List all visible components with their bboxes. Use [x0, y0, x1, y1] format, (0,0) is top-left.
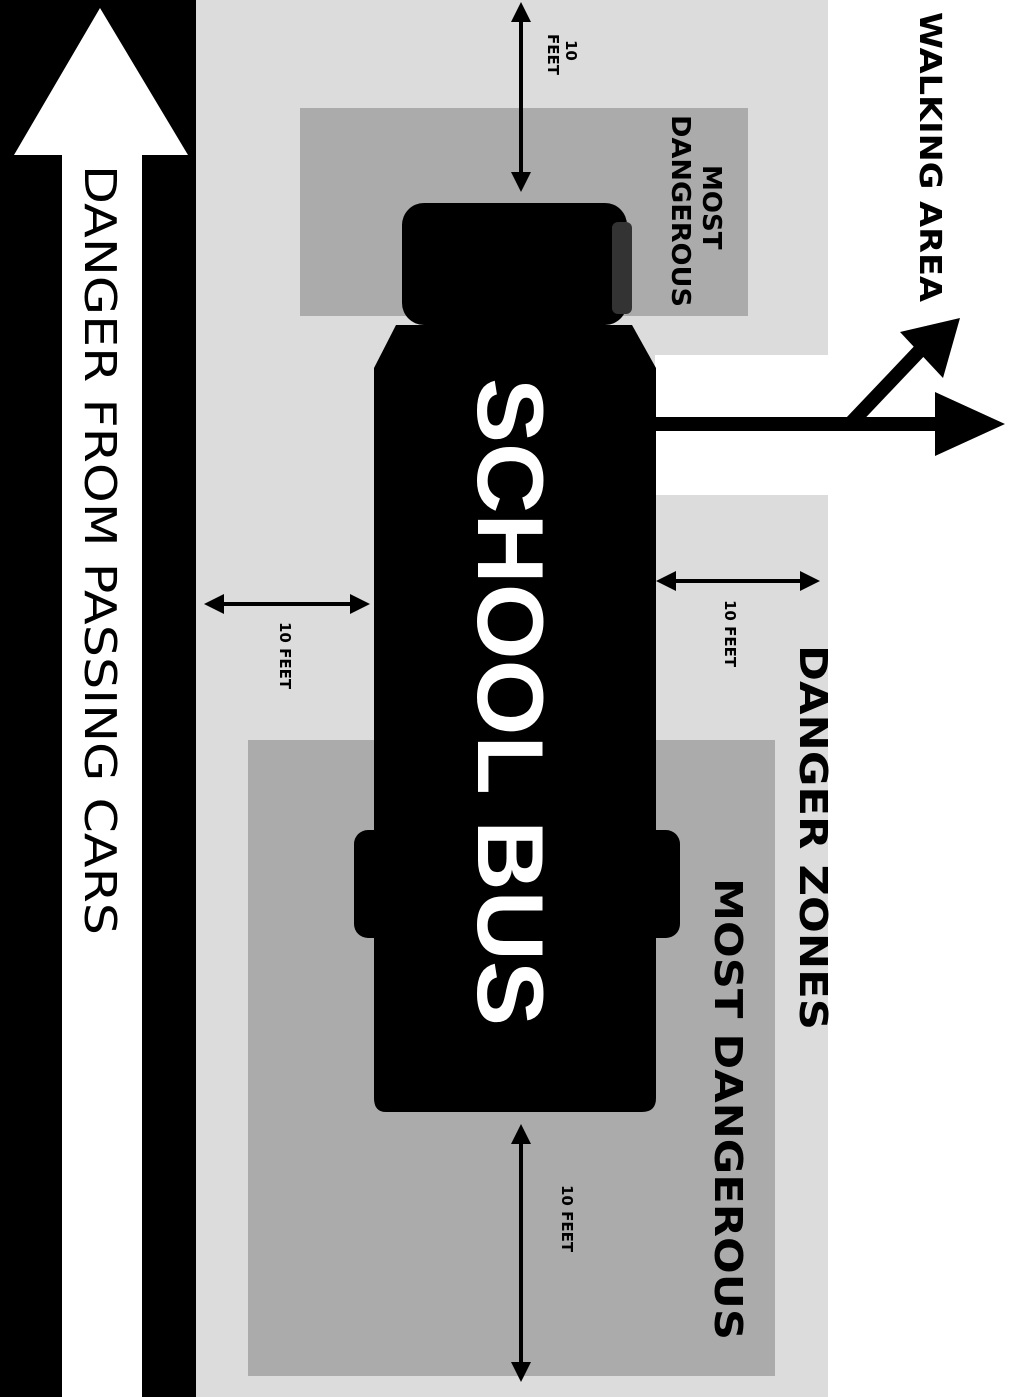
right-side-distance-label: 10 FEET — [721, 600, 739, 668]
most-dangerous-front-line1: MOST — [696, 165, 726, 250]
front-distance-line1: 10 — [562, 40, 580, 61]
danger-zones-label: DANGER ZONES — [791, 645, 835, 1030]
most-dangerous-front-line2: DANGEROUS — [665, 115, 695, 307]
most-dangerous-rear-label: MOST DANGEROUS — [706, 878, 750, 1340]
walking-area-label: WALKING AREA — [912, 12, 947, 303]
front-distance-line2: FEET — [544, 34, 562, 76]
school-bus — [354, 203, 680, 1112]
road-label: DANGER FROM PASSING CARS — [74, 165, 125, 935]
rear-distance-label: 10 FEET — [558, 1185, 576, 1253]
traffic-direction-arrow-icon — [14, 8, 188, 1397]
walking-area-arrows-icon — [656, 318, 1005, 456]
bus-label: SCHOOL BUS — [458, 378, 563, 1026]
left-side-distance-label: 10 FEET — [276, 622, 294, 690]
